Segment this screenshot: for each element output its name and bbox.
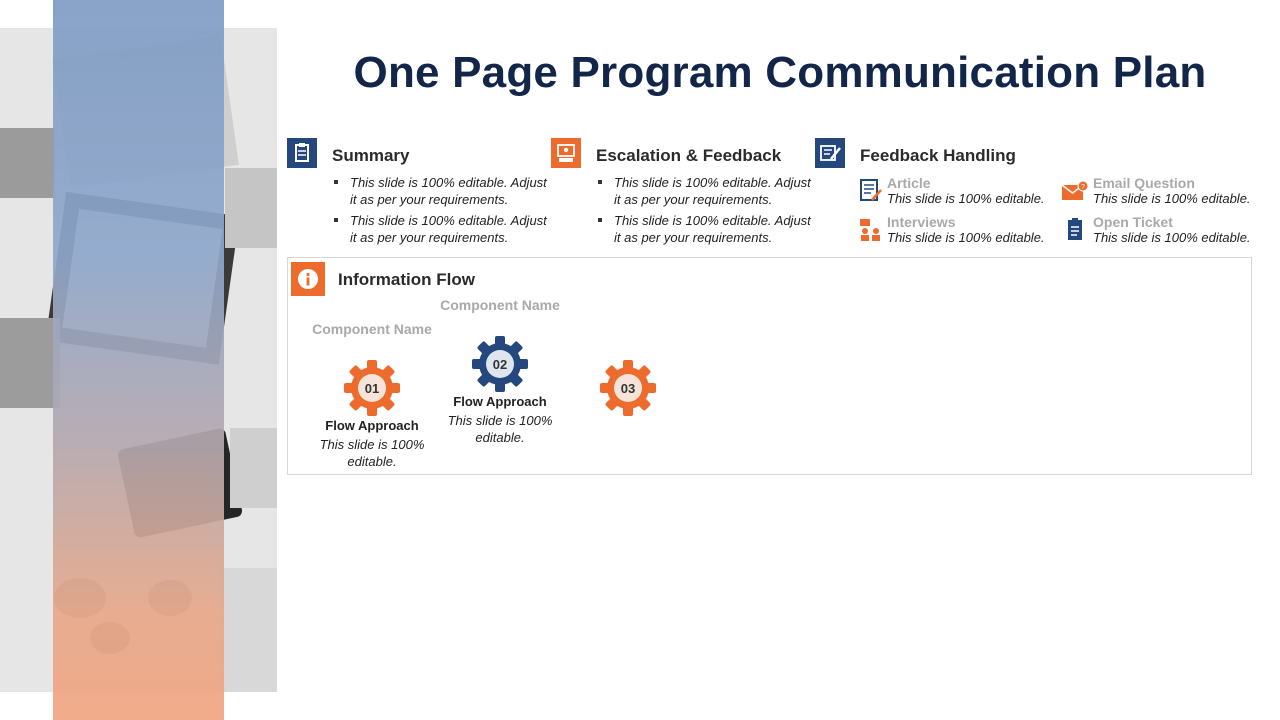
summary-title: Summary — [332, 146, 410, 165]
feedback-item-open-ticket: Open Ticket This slide is 100% editable. — [1093, 214, 1280, 246]
email-icon: ? — [1061, 180, 1089, 209]
article-text: This slide is 100% editable. — [887, 191, 1045, 206]
summary-bullet: This slide is 100% editable. Adjust it a… — [332, 174, 547, 208]
gear-3-icon: 03 — [600, 360, 656, 416]
email-question-text: This slide is 100% editable. — [1093, 191, 1251, 206]
open-ticket-text: This slide is 100% editable. — [1093, 230, 1251, 245]
gear-2-number: 02 — [493, 357, 507, 372]
info-icon — [291, 262, 325, 296]
step-1-caption: Flow Approach — [325, 418, 419, 433]
svg-text:?: ? — [1081, 184, 1085, 191]
ticket-icon — [1066, 217, 1086, 248]
gear-2-icon: 02 — [472, 336, 528, 392]
open-ticket-label: Open Ticket — [1093, 214, 1173, 230]
summary-bullets: This slide is 100% editable. Adjust it a… — [332, 174, 547, 250]
interviews-label: Interviews — [887, 214, 956, 230]
presenter-icon — [551, 138, 581, 168]
step-2-text: This slide is 100% editable. — [447, 413, 553, 445]
article-label: Article — [887, 175, 931, 191]
clipboard-icon — [287, 138, 317, 168]
information-flow-box — [287, 257, 1252, 475]
escalation-bullet: This slide is 100% editable. Adjust it a… — [596, 212, 811, 246]
edit-notes-icon — [815, 138, 845, 168]
information-flow-title: Information Flow — [338, 270, 475, 289]
feedback-item-interviews: Interviews This slide is 100% editable. — [887, 214, 1087, 246]
summary-bullet: This slide is 100% editable. Adjust it a… — [332, 212, 547, 246]
feedback-handling-title: Feedback Handling — [860, 146, 1016, 165]
interviews-icon — [858, 217, 884, 248]
step-1-text: This slide is 100% editable. — [319, 437, 425, 469]
step-2-component-name: Component Name — [440, 297, 560, 313]
escalation-title: Escalation & Feedback — [596, 146, 782, 165]
email-question-label: Email Question — [1093, 175, 1195, 191]
gear-3-number: 03 — [621, 381, 635, 396]
gear-1-number: 01 — [365, 381, 379, 396]
article-icon — [859, 178, 883, 209]
accent-color-strip — [53, 0, 224, 720]
feedback-item-email-question: Email Question This slide is 100% editab… — [1093, 175, 1280, 207]
step-1-component-name: Component Name — [312, 321, 432, 337]
feedback-item-article: Article This slide is 100% editable. — [887, 175, 1087, 207]
interviews-text: This slide is 100% editable. — [887, 230, 1045, 245]
escalation-bullet: This slide is 100% editable. Adjust it a… — [596, 174, 811, 208]
page-title: One Page Program Communication Plan — [353, 48, 1207, 97]
gear-1-icon: 01 — [344, 360, 400, 416]
step-2-caption: Flow Approach — [453, 394, 547, 409]
escalation-bullets: This slide is 100% editable. Adjust it a… — [596, 174, 811, 250]
